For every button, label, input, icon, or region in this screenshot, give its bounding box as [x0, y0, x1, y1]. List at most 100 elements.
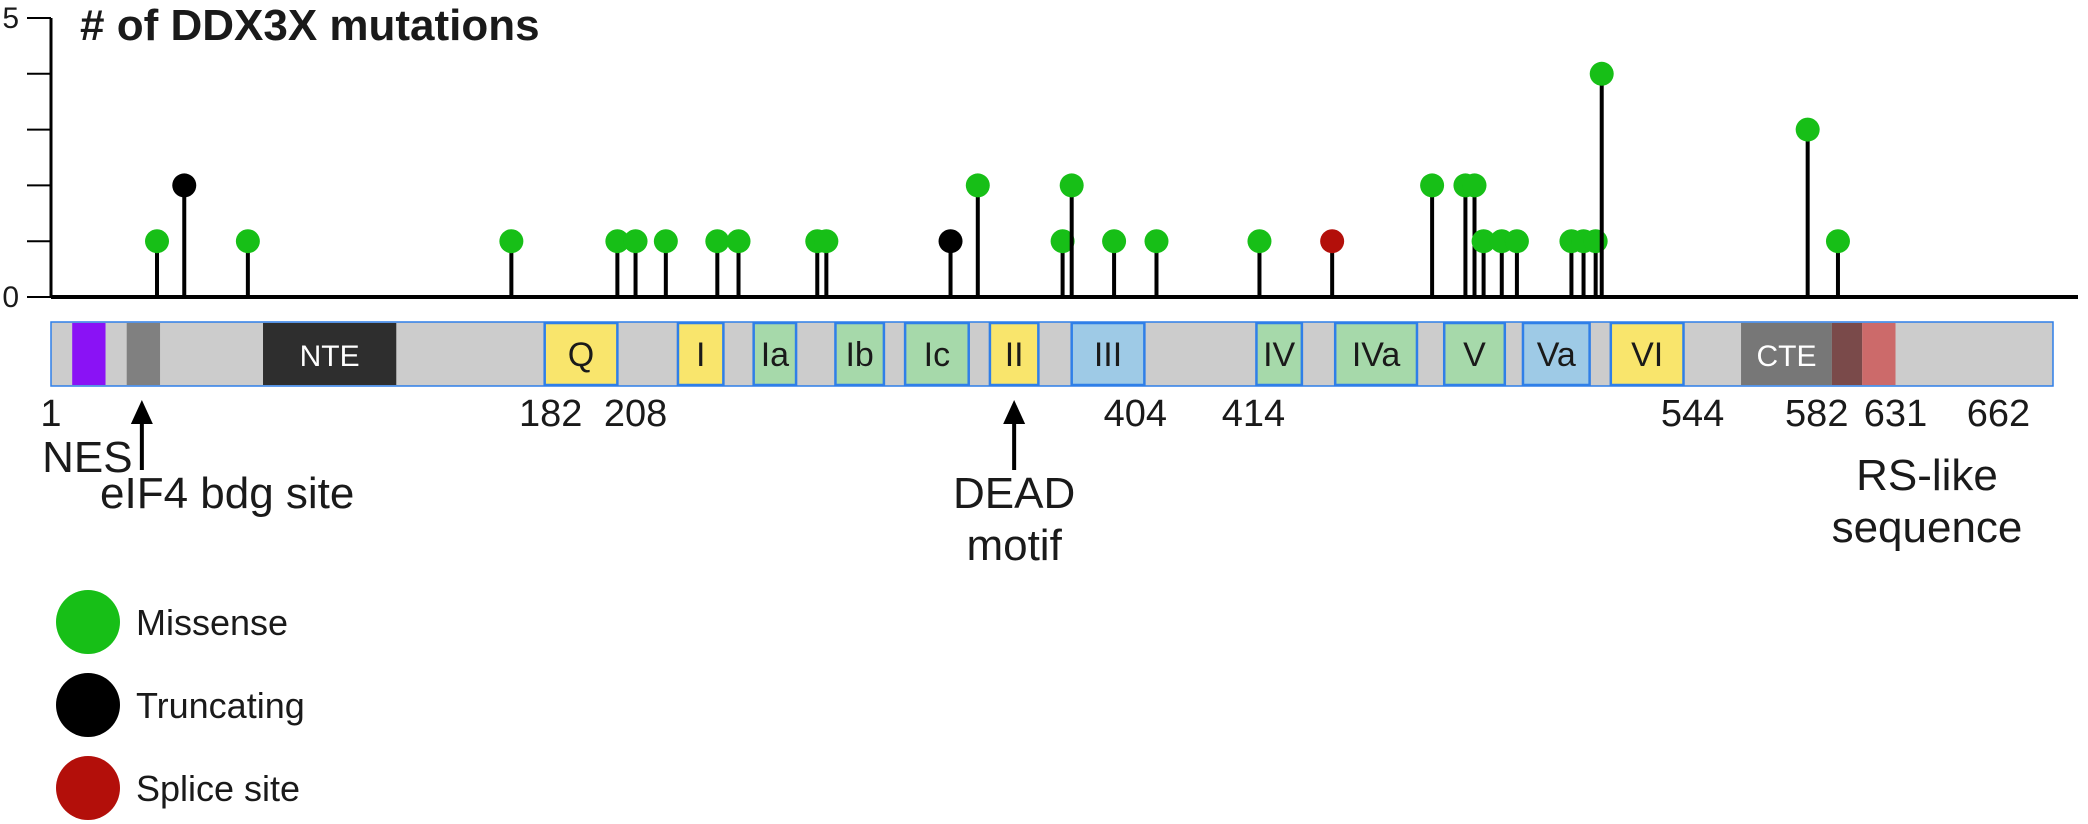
lollipop-head-missense — [1795, 117, 1820, 142]
domain-box — [1831, 323, 1863, 385]
domain-region — [1862, 323, 1896, 385]
annotation-text: sequence — [1832, 503, 2023, 552]
domain-label: Ic — [924, 336, 950, 374]
domain-V: V — [1442, 321, 1507, 387]
position-label: 208 — [604, 393, 667, 435]
annotation-text: NES — [42, 433, 132, 482]
domain-label: IV — [1263, 336, 1295, 374]
domain-box — [1609, 321, 1685, 387]
mutation-lollipop-missense — [623, 229, 648, 297]
domain-NTE: NTE — [263, 323, 397, 385]
lollipop-head-missense — [1583, 229, 1608, 254]
lollipop-head-missense — [1462, 173, 1487, 198]
domain-region — [126, 323, 161, 385]
domain-box — [676, 321, 725, 387]
mutation-lollipop-missense — [499, 229, 524, 297]
annotation-arrow-head — [1003, 400, 1026, 424]
lollipop-head-missense — [705, 229, 730, 254]
title-layer: # of DDX3X mutations — [80, 1, 540, 50]
mutation-lollipop-missense — [1102, 229, 1127, 297]
domain-III: III — [1070, 321, 1146, 387]
legend-label: Truncating — [136, 685, 305, 726]
domain-box — [988, 321, 1040, 387]
mutation-lollipop-missense — [1471, 229, 1496, 297]
domain-box — [72, 323, 106, 385]
mutation-lollipop-missense — [1247, 229, 1272, 297]
domain-label: III — [1094, 336, 1122, 374]
lollipop-head-missense — [235, 229, 260, 254]
lollipop-head-truncating — [172, 173, 197, 198]
mutation-lollipop-missense — [1589, 61, 1614, 297]
annotation-text: DEAD — [953, 469, 1075, 518]
annotation-eif4: eIF4 bdg site — [100, 400, 354, 518]
mutation-lollipop-missense — [1583, 229, 1608, 297]
lollipop-head-truncating — [938, 229, 963, 254]
legend-label: Missense — [136, 602, 288, 643]
mutation-lollipop-missense — [1825, 229, 1850, 297]
legend-swatch — [56, 756, 120, 820]
domain-box — [1442, 321, 1507, 387]
domain-Va: Va — [1521, 321, 1591, 387]
lollipop-head-missense — [1144, 229, 1169, 254]
domain-box — [1333, 321, 1419, 387]
domain-Ib: Ib — [834, 321, 886, 387]
lollipop-head-missense — [1247, 229, 1272, 254]
position-label: 1 — [40, 393, 61, 435]
domain-label: Ia — [761, 336, 789, 374]
domain-II: II — [988, 321, 1040, 387]
domain-CTE: CTE — [1741, 323, 1832, 385]
mutation-lollipop-missense — [235, 229, 260, 297]
domain-box — [752, 321, 798, 387]
domain-Ia: Ia — [752, 321, 798, 387]
y-tick-label: 0 — [2, 281, 19, 314]
mutation-lollipop-truncating — [938, 229, 963, 297]
domain-region — [1831, 323, 1863, 385]
mutation-lollipop-missense — [814, 229, 839, 297]
position-label: 544 — [1661, 393, 1724, 435]
mutation-lollipop-missense — [1504, 229, 1529, 297]
annotation-text: eIF4 bdg site — [100, 469, 354, 518]
lollipop-head-missense — [605, 229, 630, 254]
domain-IV: IV — [1255, 321, 1304, 387]
mutation-lollipop-missense — [726, 229, 751, 297]
lollipop-head-missense — [1825, 229, 1850, 254]
chart-title: # of DDX3X mutations — [80, 1, 540, 50]
position-label: 631 — [1864, 393, 1927, 435]
lollipop-head-missense — [499, 229, 524, 254]
mutation-lollipop-missense — [1795, 117, 1820, 297]
domain-region — [72, 323, 106, 385]
domain-box — [903, 321, 970, 387]
domain-VI: VI — [1609, 321, 1685, 387]
domain-label: II — [1005, 336, 1024, 374]
legend-swatch — [56, 590, 120, 654]
domain-box — [834, 321, 886, 387]
mutation-lollipop-missense — [1420, 173, 1445, 297]
domain-label: I — [696, 336, 705, 374]
position-label: 582 — [1785, 393, 1848, 435]
domain-box — [1255, 321, 1304, 387]
domain-label: Q — [568, 336, 594, 374]
domain-Q: Q — [543, 321, 619, 387]
position-label: 404 — [1104, 393, 1167, 435]
domain-box — [263, 323, 397, 385]
y-tick-label: 5 — [2, 2, 19, 35]
domain-IVa: IVa — [1333, 321, 1419, 387]
domain-label: NTE — [300, 340, 360, 373]
legend-item: Splice site — [56, 756, 300, 820]
legend-item: Truncating — [56, 673, 305, 737]
domain-label: Ib — [845, 336, 873, 374]
domain-label: VI — [1631, 336, 1663, 374]
position-label: 414 — [1222, 393, 1285, 435]
legend-item: Missense — [56, 590, 288, 654]
domain-box — [543, 321, 619, 387]
mutation-lollipop-missense — [605, 229, 630, 297]
lollipop-head-missense — [965, 173, 990, 198]
mutation-lollipop-missense — [705, 229, 730, 297]
domain-I: I — [676, 321, 725, 387]
mutation-lollipop-missense — [1059, 173, 1084, 297]
domain-box — [126, 323, 161, 385]
